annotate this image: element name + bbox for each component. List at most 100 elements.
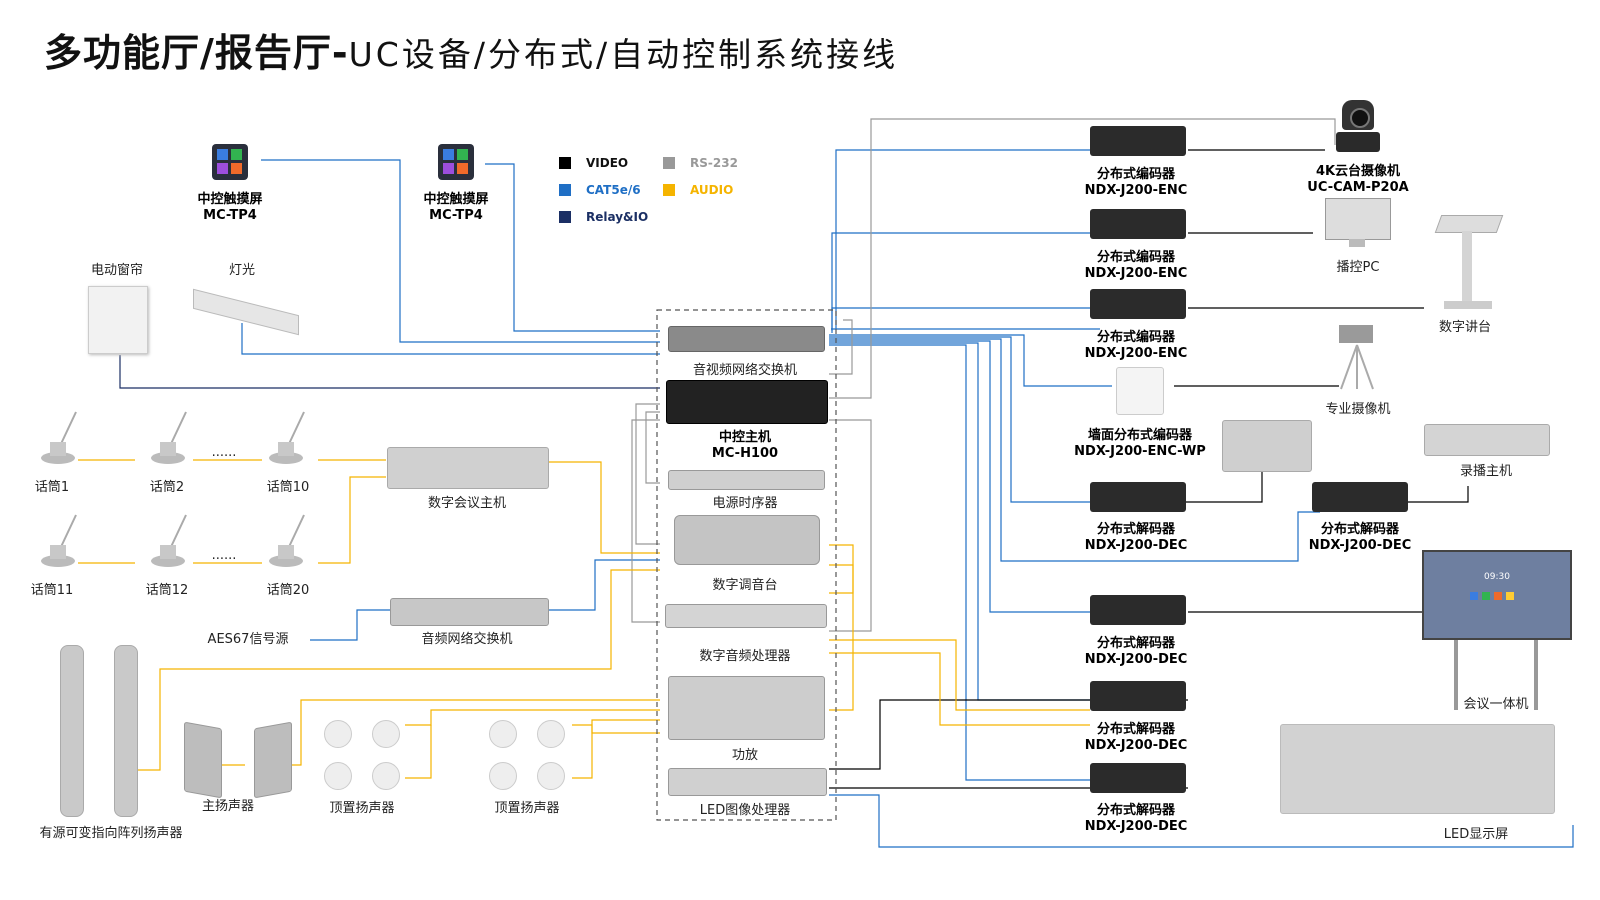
amplifier-device [668, 676, 825, 740]
touchscreen-icon [438, 144, 474, 180]
enc3-model: NDX-J200-ENC [1084, 346, 1188, 361]
recorder-label: 录播主机 [1459, 464, 1513, 479]
microphone-icon [40, 513, 78, 569]
led-screen-label: LED显示屏 [1443, 827, 1509, 842]
relay-lines [119, 355, 660, 389]
conference-host-label: 数字会议主机 [427, 496, 507, 511]
legend-swatch-cat [559, 184, 571, 196]
mic11-label: 话筒11 [30, 583, 74, 598]
mic10-label: 话筒10 [266, 480, 310, 495]
mic2-label: 话筒2 [149, 480, 185, 495]
led-screen-device [1280, 724, 1555, 814]
light-label: 灯光 [228, 263, 256, 278]
legend-swatch-audio [663, 184, 675, 196]
panel-time: 09:30 [1484, 572, 1510, 582]
mic12-label: 话筒12 [145, 583, 189, 598]
rack-frame [656, 309, 837, 821]
pro-camera-label: 专业摄像机 [1325, 402, 1391, 417]
legend-video: VIDEO [586, 156, 629, 170]
legend-swatch-video [559, 157, 571, 169]
av-switch-device [668, 326, 825, 352]
amplifier-label: 功放 [731, 748, 759, 763]
tp1-name: 中控触摸屏 [197, 192, 263, 207]
dec4-model: NDX-J200-DEC [1084, 738, 1188, 753]
mic-dots-1: ...... [211, 445, 237, 460]
legend-relay: Relay&IO [586, 210, 649, 224]
tp2-name: 中控触摸屏 [423, 192, 489, 207]
pc-label: 播控PC [1336, 260, 1380, 275]
microphone-icon [268, 513, 306, 569]
encoder-device-3 [1090, 289, 1186, 319]
led-processor-device [668, 768, 827, 796]
line-array-label: 有源可变指向阵列扬声器 [39, 826, 183, 841]
wall-encoder-device [1116, 367, 1164, 415]
legend-rs232: RS-232 [690, 156, 738, 170]
enc3-name: 分布式编码器 [1096, 330, 1176, 345]
aes67-label: AES67信号源 [207, 632, 289, 647]
page-title: 多功能厅/报告厅-UC设备/分布式/自动控制系统接线 [44, 22, 898, 77]
power-sequencer-label: 电源时序器 [712, 496, 778, 511]
legend-swatch-rs232 [663, 157, 675, 169]
conference-host-device [387, 447, 549, 489]
dec2-model: NDX-J200-DEC [1308, 538, 1412, 553]
encoder-device-1 [1090, 126, 1186, 156]
dec4-name: 分布式解码器 [1096, 722, 1176, 737]
enc2-model: NDX-J200-ENC [1084, 266, 1188, 281]
ceiling-speaker-group-1 [320, 718, 412, 790]
dec2-name: 分布式解码器 [1320, 522, 1400, 537]
dec1-model: NDX-J200-DEC [1084, 538, 1188, 553]
main-speaker-label: 主扬声器 [201, 799, 255, 814]
tp2-model: MC-TP4 [429, 208, 483, 223]
touchscreen-icon [212, 144, 248, 180]
microphone-icon [40, 410, 78, 466]
dsp-label: 数字音频处理器 [699, 649, 791, 664]
recorder-device [1424, 424, 1550, 456]
ceiling-speaker-label-2: 顶置扬声器 [494, 801, 560, 816]
decoder-device-4 [1090, 681, 1186, 711]
microphone-icon [150, 410, 188, 466]
mixer-label: 数字调音台 [712, 578, 778, 593]
main-speaker-left [184, 721, 222, 799]
decoder-device-2 [1312, 482, 1408, 512]
camera-model: UC-CAM-P20A [1307, 180, 1409, 195]
control-host-device [666, 380, 828, 424]
microphone-icon [268, 410, 306, 466]
tp1-model: MC-TP4 [203, 208, 257, 223]
audio-lines [78, 459, 1090, 779]
enc1-name: 分布式编码器 [1096, 167, 1176, 182]
dec3-name: 分布式解码器 [1096, 636, 1176, 651]
enc1-model: NDX-J200-ENC [1084, 183, 1188, 198]
microphone-icon [150, 513, 188, 569]
power-sequencer-device [668, 470, 825, 490]
title-bold: 多功能厅/报告厅- [44, 31, 349, 75]
wall-encoder-name: 墙面分布式编码器 [1087, 428, 1193, 443]
mic20-label: 话筒20 [266, 583, 310, 598]
ceiling-speaker-label-1: 顶置扬声器 [329, 801, 395, 816]
decoder-device-3 [1090, 595, 1186, 625]
audio-switch-device [390, 598, 549, 626]
pc-monitor-icon [1325, 198, 1391, 248]
control-host-name: 中控主机 [718, 430, 772, 445]
dec3-model: NDX-J200-DEC [1084, 652, 1188, 667]
curtain-icon [88, 286, 148, 354]
dsp-device [665, 604, 827, 628]
dec1-name: 分布式解码器 [1096, 522, 1176, 537]
audio-switch-label: 音频网络交换机 [421, 632, 513, 647]
control-host-model: MC-H100 [711, 446, 779, 461]
lectern-label: 数字讲台 [1438, 320, 1492, 335]
mic1-label: 话筒1 [34, 480, 70, 495]
legend-cat: CAT5e/6 [586, 183, 641, 197]
decoder-device-1 [1090, 482, 1186, 512]
camera-name: 4K云台摄像机 [1315, 164, 1401, 179]
title-light: UC设备/分布式/自动控制系统接线 [348, 35, 899, 74]
dec5-name: 分布式解码器 [1096, 803, 1176, 818]
display-monitor [1222, 420, 1312, 472]
line-array-speaker-right [114, 645, 138, 817]
line-array-speaker-left [60, 645, 84, 817]
decoder-device-5 [1090, 763, 1186, 793]
led-processor-label: LED图像处理器 [699, 803, 791, 818]
main-speaker-right [254, 721, 292, 799]
enc2-name: 分布式编码器 [1096, 250, 1176, 265]
panel-label: 会议一体机 [1463, 697, 1529, 712]
